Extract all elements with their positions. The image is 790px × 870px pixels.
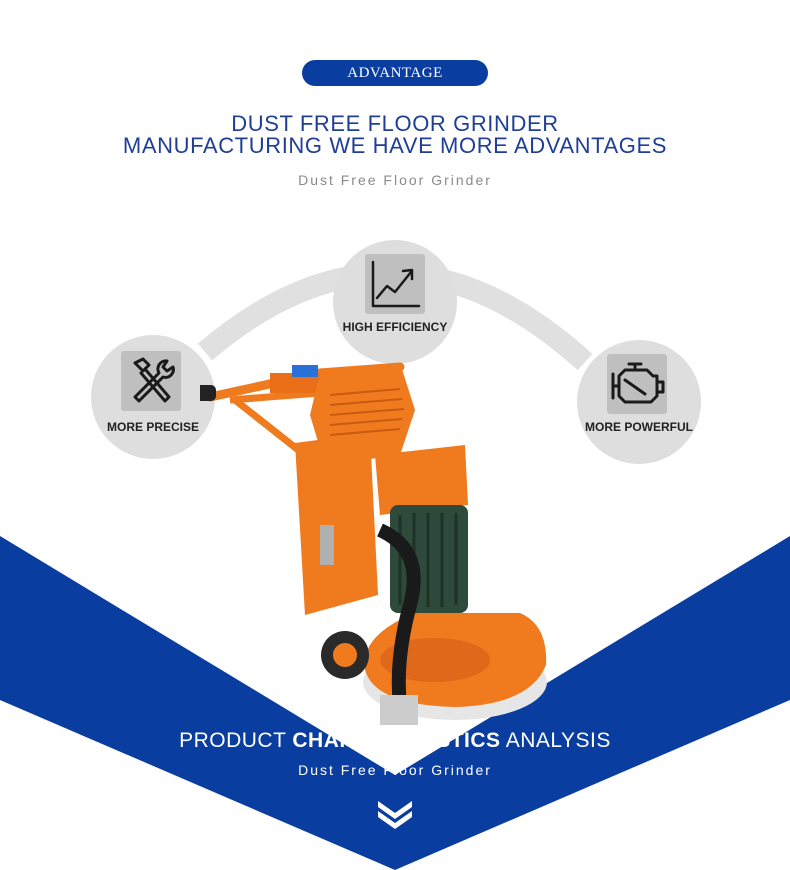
feature-high-efficiency: HIGH EFFICIENCY <box>333 240 457 364</box>
feature-label: HIGH EFFICIENCY <box>342 320 448 334</box>
characteristics-title: PRODUCT CHARACTERISTICS ANALYSIS <box>0 729 790 753</box>
feature-more-precise: MORE PRECISE <box>91 335 215 459</box>
growth-chart-icon <box>365 254 425 314</box>
characteristics-title-prefix: PRODUCT <box>179 729 293 752</box>
characteristics-title-bold: CHARACTERISTICS <box>292 729 501 752</box>
double-chevron-down-icon[interactable] <box>375 799 415 831</box>
white-notch <box>0 700 395 870</box>
feature-label: MORE POWERFUL <box>585 420 693 434</box>
characteristics-title-suffix: ANALYSIS <box>500 729 611 752</box>
page-title-line2: MANUFACTURING WE HAVE MORE ADVANTAGES <box>122 133 668 158</box>
feature-more-powerful: MORE POWERFUL <box>577 340 701 464</box>
floor-grinder-image <box>200 362 547 725</box>
wrench-hammer-icon <box>121 351 181 411</box>
advantage-badge: ADVANTAGE <box>302 60 488 86</box>
page-title-line1: DUST FREE FLOOR GRINDER <box>231 111 559 136</box>
feature-label: MORE PRECISE <box>106 420 199 434</box>
white-notch-right <box>395 700 790 870</box>
characteristics-subtitle: Dust Free Floor Grinder <box>298 762 492 778</box>
engine-icon <box>607 354 667 414</box>
page-subtitle: Dust Free Floor Grinder <box>298 172 492 188</box>
